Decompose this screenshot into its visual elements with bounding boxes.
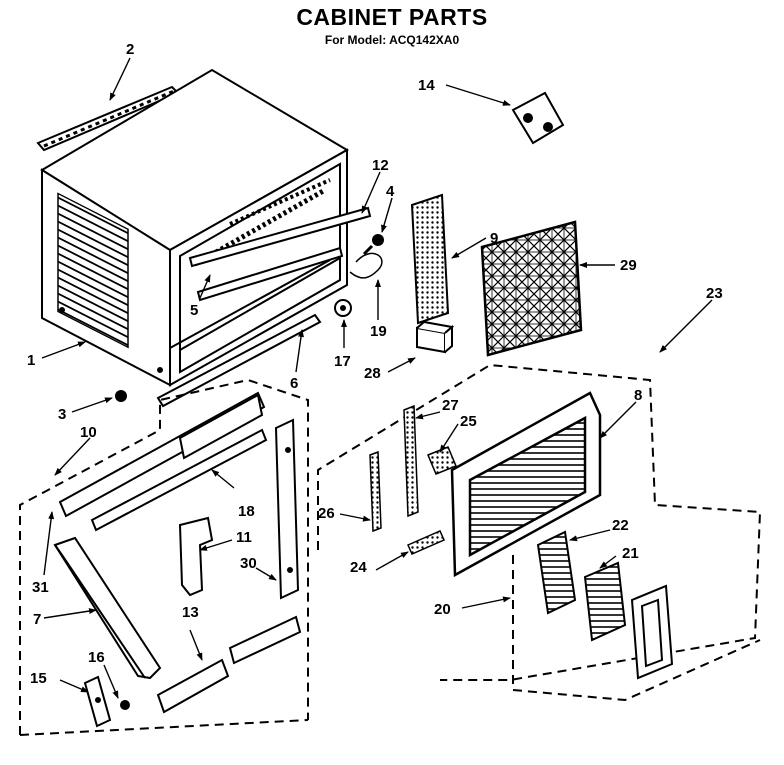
- part-12-rail: [188, 206, 372, 302]
- part-27-strip: [403, 404, 419, 518]
- part-4-screw: [362, 234, 384, 256]
- part-10-channel: [58, 391, 266, 518]
- part-23-assembly-outline: [317, 363, 762, 681]
- label-19: 19: [370, 323, 387, 340]
- part-28-block: [416, 320, 455, 354]
- label-12: 12: [372, 157, 389, 174]
- part-26-strip: [369, 450, 382, 533]
- part-13-brackets: [156, 615, 302, 714]
- part-24-block: [407, 530, 445, 555]
- label-7: 7: [33, 611, 41, 628]
- label-27: 27: [442, 397, 459, 414]
- label-26: 26: [318, 505, 335, 522]
- label-31: 31: [32, 579, 49, 596]
- label-29: 29: [620, 257, 637, 274]
- label-23: 23: [706, 285, 723, 302]
- label-30: 30: [240, 555, 257, 572]
- label-14: 14: [418, 77, 435, 94]
- label-21: 21: [622, 545, 639, 562]
- label-25: 25: [460, 413, 477, 430]
- part-15-bracket: [83, 675, 112, 728]
- part-29-front-grille: [480, 220, 583, 357]
- part-17-knob: [334, 299, 352, 317]
- label-24: 24: [350, 559, 367, 576]
- label-3: 3: [58, 406, 66, 423]
- part-10-kit-outline: [19, 378, 309, 736]
- leader-lines: [41, 57, 713, 699]
- label-17: 17: [334, 353, 351, 370]
- label-28: 28: [364, 365, 381, 382]
- label-2: 2: [126, 41, 134, 58]
- part-8-front-frame: [450, 391, 602, 578]
- part-21-coil: [583, 561, 627, 642]
- label-11: 11: [236, 529, 252, 546]
- label-18: 18: [238, 503, 255, 520]
- part-19-wire: [349, 252, 383, 279]
- part-9-filter: [410, 193, 450, 325]
- label-4: 4: [386, 183, 395, 200]
- part-20-subassembly-outline: [512, 555, 761, 702]
- label-9: 9: [490, 230, 498, 247]
- diagram-title: CABINET PARTS: [296, 4, 488, 30]
- part-endcap: [630, 584, 674, 680]
- label-8: 8: [634, 387, 642, 404]
- label-15: 15: [30, 670, 47, 687]
- part-18-channel: [90, 428, 268, 532]
- part-6-rail: [156, 259, 331, 408]
- part-30-post: [274, 418, 300, 600]
- label-22: 22: [612, 517, 629, 534]
- label-20: 20: [434, 601, 451, 618]
- part-number-labels: 2 1 3 4 5 6 7 8 9 10 11 12 13 14 15 16 1…: [27, 41, 723, 687]
- part-22-coil-bracket: [536, 530, 577, 615]
- label-10: 10: [80, 424, 97, 441]
- part-14-bracket: [511, 91, 565, 145]
- label-1: 1: [27, 352, 35, 369]
- label-6: 6: [290, 375, 298, 392]
- label-5: 5: [190, 302, 198, 319]
- diagram-subtitle: For Model: ACQ142XA0: [324, 33, 460, 47]
- part-3-screw: [115, 390, 127, 402]
- label-13: 13: [182, 604, 199, 621]
- part-16-screw: [120, 700, 130, 710]
- part-7-leg: [53, 536, 162, 680]
- part-11-clip: [178, 516, 214, 597]
- label-16: 16: [88, 649, 105, 666]
